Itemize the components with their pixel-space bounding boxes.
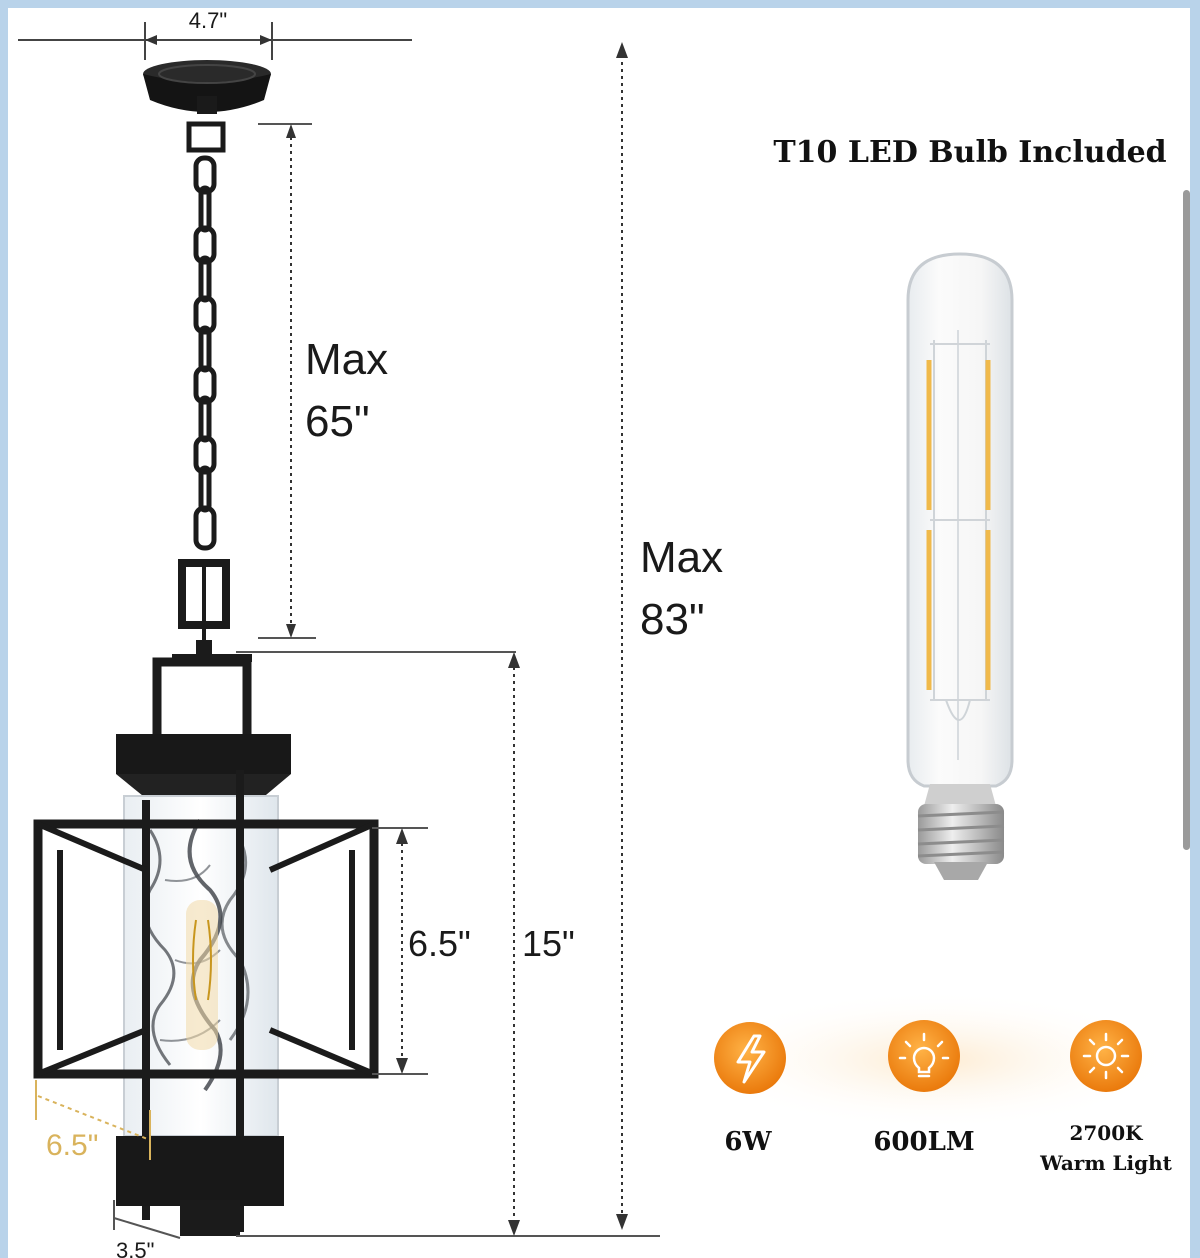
overall-length-dimension: Max 83" bbox=[616, 42, 723, 1230]
top-loop bbox=[178, 559, 230, 640]
hanging-chain bbox=[193, 155, 217, 551]
canopy-width-dimension: 4.7" bbox=[18, 8, 412, 60]
body-height-label: 15" bbox=[522, 923, 575, 964]
base-width-dimension: 3.5" bbox=[113, 1200, 181, 1258]
cage-width-label: 6.5" bbox=[46, 1129, 98, 1162]
feature-temperature-label-line2: Warm Light bbox=[1039, 1151, 1173, 1175]
chain-max-label-line2: 65" bbox=[305, 397, 370, 446]
chain-max-label-line1: Max bbox=[305, 335, 388, 384]
feature-lumens-badge bbox=[888, 1020, 960, 1092]
lightbulb-icon bbox=[898, 1032, 950, 1078]
body-height-dimension: 15" bbox=[236, 651, 660, 1237]
feature-temperature-badge bbox=[1070, 1020, 1142, 1092]
feature-power: 6W bbox=[714, 1022, 786, 1157]
cage-height-dimension: 6.5" bbox=[372, 827, 471, 1075]
lantern-fixture bbox=[33, 640, 379, 1236]
ceiling-canopy bbox=[143, 60, 271, 153]
feature-lumens-label: 600LM bbox=[873, 1127, 974, 1157]
feature-color-temperature: 2700K Warm Light bbox=[1039, 1020, 1173, 1175]
feature-temperature-label-line1: 2700K bbox=[1069, 1121, 1143, 1145]
bulb-heading: T10 LED Bulb Included bbox=[773, 135, 1166, 170]
canopy-width-label: 4.7" bbox=[189, 8, 227, 33]
scrollbar[interactable] bbox=[1183, 190, 1190, 850]
lightning-icon bbox=[736, 1034, 766, 1084]
feature-power-badge bbox=[714, 1022, 786, 1094]
base-width-label: 3.5" bbox=[116, 1238, 154, 1258]
t10-led-bulb-image bbox=[906, 252, 1014, 880]
feature-power-label: 6W bbox=[724, 1127, 772, 1157]
feature-lumens: 600LM bbox=[873, 1020, 975, 1157]
cage-height-label: 6.5" bbox=[408, 923, 471, 964]
overall-max-label-line1: Max bbox=[640, 533, 723, 582]
chain-length-dimension: Max 65" bbox=[258, 123, 388, 639]
cage-width-dimension: 6.5" bbox=[35, 1080, 151, 1162]
overall-max-label-line2: 83" bbox=[640, 595, 705, 644]
sun-icon bbox=[1082, 1032, 1130, 1080]
